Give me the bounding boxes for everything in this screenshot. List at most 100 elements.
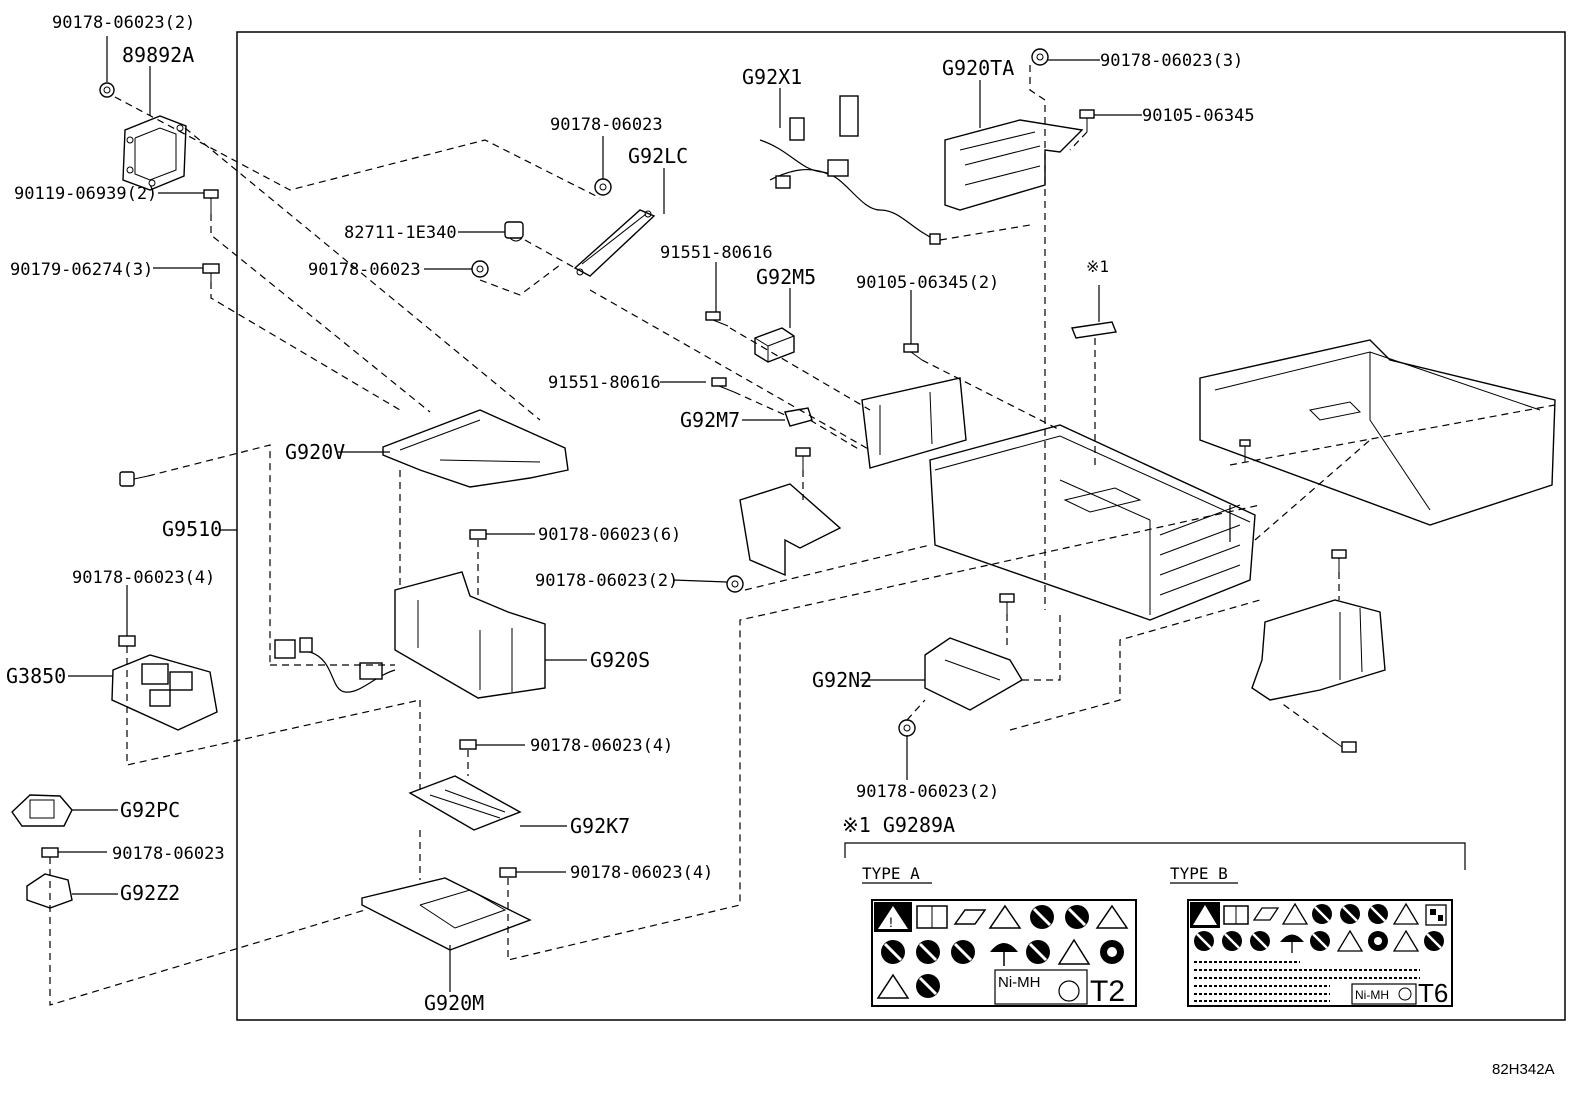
nut-icon	[898, 719, 916, 737]
callout-g920ta[interactable]: G920TA	[942, 56, 1014, 80]
callout-90179-06274-3: 90179-06274(3)	[10, 260, 153, 280]
part-g92z2[interactable]	[26, 873, 73, 909]
no-entry-icon	[1030, 905, 1054, 929]
no-entry-icon	[1312, 904, 1332, 924]
type-a-code: T2	[1090, 975, 1125, 1008]
no-entry-icon	[1065, 905, 1089, 929]
callout-90178-06023-2-top: 90178-06023(2)	[52, 13, 195, 33]
callout-90178-06023-c: 90178-06023	[112, 844, 225, 864]
callout-g92lc[interactable]: G92LC	[628, 144, 688, 168]
callout-90105-06345-2: 90105-06345(2)	[856, 273, 999, 293]
nut-icon	[99, 82, 115, 98]
part-g920ta[interactable]	[944, 119, 1084, 211]
part-right-cover[interactable]	[1251, 599, 1386, 701]
leader-lines	[58, 36, 1231, 992]
part-g92m5[interactable]	[754, 327, 795, 363]
bolt-icon	[1327, 736, 1357, 753]
no-entry-icon	[1368, 904, 1388, 924]
part-g920m[interactable]	[361, 877, 532, 951]
part-g92m7[interactable]	[784, 407, 813, 427]
no-entry-icon	[916, 940, 940, 964]
type-a-chem: Ni-MH	[998, 974, 1041, 991]
part-battery-assembly[interactable]	[929, 424, 1256, 621]
callout-g920m[interactable]: G920M	[424, 991, 484, 1015]
recycle-icon	[1058, 980, 1080, 1002]
callout-90178-06023-4-low: 90178-06023(4)	[570, 863, 713, 883]
type-b-heading: TYPE B	[1170, 864, 1228, 883]
callout-g920v[interactable]: G920V	[285, 440, 345, 464]
bolt-icon	[999, 593, 1015, 614]
guide-lines	[49, 65, 1556, 1006]
part-g92lc[interactable]	[573, 209, 656, 277]
type-a-heading: TYPE A	[862, 864, 920, 883]
label-sticker-icon	[1071, 321, 1117, 339]
caution-triangle-icon	[1281, 902, 1309, 925]
part-g920v[interactable]	[382, 409, 569, 488]
nut-icon	[118, 635, 136, 647]
callout-g9510[interactable]: G9510	[162, 517, 222, 541]
nut-icon	[41, 847, 59, 858]
warning-label-type-b: Ni-MH T6	[1187, 899, 1453, 1008]
callout-89892a[interactable]: 89892A	[122, 43, 194, 67]
callout-g92pc[interactable]: G92PC	[120, 798, 180, 822]
type-b-code: T6	[1418, 978, 1448, 1008]
svg-text:!: !	[889, 914, 893, 930]
no-entry-icon	[881, 940, 905, 964]
part-89892a[interactable]	[122, 115, 187, 191]
bolt-icon	[1079, 109, 1095, 132]
callout-90119-06939-2: 90119-06939(2)	[14, 184, 157, 204]
part-g920s[interactable]	[394, 571, 546, 699]
recycle-icon	[1398, 987, 1412, 1001]
nut-icon	[459, 739, 477, 750]
bolt-icon	[1239, 439, 1251, 462]
hazard-triangle-icon	[1057, 938, 1091, 965]
callout-91551-80616-a: 91551-80616	[660, 243, 773, 263]
callout-g92n2[interactable]: G92N2	[812, 668, 872, 692]
part-battery-tray[interactable]	[1199, 339, 1556, 526]
bolt-icon	[711, 377, 735, 393]
callout-g92z2[interactable]: G92Z2	[120, 881, 180, 905]
callout-g92x1[interactable]: G92X1	[742, 65, 802, 89]
callout-g920s[interactable]: G920S	[590, 648, 650, 672]
explosion-warning-icon	[876, 973, 910, 999]
nut-icon	[471, 260, 489, 278]
no-entry-icon	[1340, 904, 1360, 924]
part-g92x1-harness[interactable]	[759, 95, 941, 245]
callout-g92k7[interactable]: G92K7	[570, 814, 630, 838]
warning-label-type-a: ! Ni-MH T2	[871, 899, 1137, 1008]
callout-90178-06023-b: 90178-06023	[308, 260, 421, 280]
part-inner-cover[interactable]	[739, 483, 842, 577]
callout-g92m5[interactable]: G92M5	[756, 265, 816, 289]
part-g9510-harness[interactable]	[274, 637, 396, 693]
part-bracket-plate[interactable]	[861, 377, 967, 469]
flame-warning-icon	[1392, 902, 1420, 925]
qr-code-icon	[1425, 904, 1447, 926]
no-entry-icon	[951, 940, 975, 964]
bolt-icon	[119, 471, 149, 487]
fine-print-lines	[1194, 961, 1420, 1002]
diagram-frame	[236, 31, 1566, 1021]
callout-91551-80616-b: 91551-80616	[548, 373, 661, 393]
callout-90105-06345: 90105-06345	[1142, 106, 1255, 126]
part-g92pc[interactable]	[11, 794, 73, 827]
nut-icon	[1031, 48, 1049, 66]
no-entry-icon	[1250, 931, 1270, 951]
no-entry-icon	[1026, 940, 1050, 964]
flame-warning-icon	[1095, 904, 1129, 929]
label-section: ※1 G9289A TYPE A TYPE B ! Ni-MH	[842, 813, 1466, 1008]
no-entry-icon	[1424, 931, 1444, 951]
bolt-icon	[795, 447, 811, 470]
nut-icon	[469, 529, 487, 540]
part-g92n2[interactable]	[924, 637, 1023, 711]
nut-icon	[726, 575, 744, 593]
no-entry-icon	[1222, 931, 1242, 951]
first-aid-icon	[1100, 940, 1124, 964]
callout-90178-06023-a: 90178-06023	[550, 115, 663, 135]
part-g92k7[interactable]	[408, 775, 522, 831]
bolt-icon	[1331, 549, 1347, 572]
callout-g3850[interactable]: G3850	[6, 664, 66, 688]
caution-triangle-icon	[988, 904, 1022, 929]
no-entry-icon	[916, 974, 940, 998]
part-g3850[interactable]	[111, 654, 218, 731]
callout-g92m7[interactable]: G92M7	[680, 408, 740, 432]
